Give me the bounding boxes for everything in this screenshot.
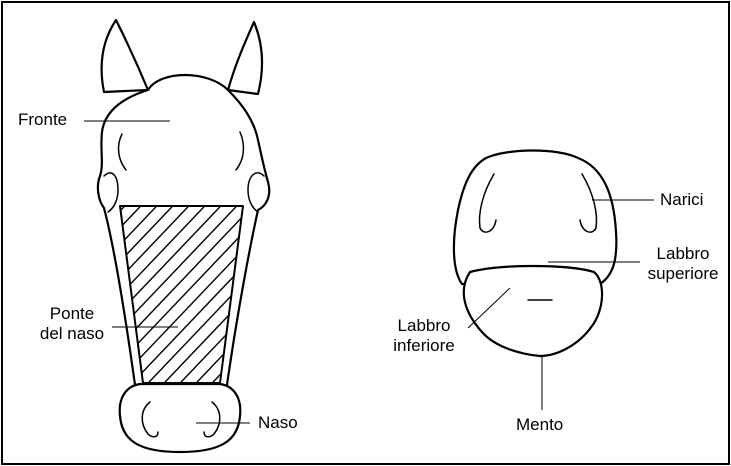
hatch-line	[276, 190, 476, 400]
label-labbro-inferiore: Labbro inferiore	[384, 316, 464, 356]
label-ponte-line2: del naso	[34, 324, 110, 344]
right-ear	[228, 22, 262, 94]
lower-lip-outline	[464, 266, 602, 356]
left-ear	[102, 20, 148, 92]
label-narici: Narici	[660, 190, 703, 210]
muzzle-closeup	[454, 151, 616, 357]
label-ponte-del-naso: Ponte del naso	[34, 304, 110, 344]
label-labbro-inf-line2: inferiore	[384, 336, 464, 356]
hatch-line	[260, 190, 460, 400]
label-naso: Naso	[258, 413, 298, 433]
hatch-line	[0, 190, 124, 400]
label-labbro-sup-line2: superiore	[640, 264, 726, 284]
label-mento: Mento	[516, 415, 563, 435]
hatch-line	[244, 190, 444, 400]
hatch-line	[228, 190, 428, 400]
muzzle	[120, 384, 241, 452]
label-labbro-sup-line1: Labbro	[640, 244, 726, 264]
label-fronte: Fronte	[18, 110, 67, 130]
label-labbro-inf-line1: Labbro	[384, 316, 464, 336]
hatch-line	[0, 190, 108, 400]
label-ponte-line1: Ponte	[34, 304, 110, 324]
label-labbro-superiore: Labbro superiore	[640, 244, 726, 284]
upper-lip-outline	[454, 151, 616, 285]
